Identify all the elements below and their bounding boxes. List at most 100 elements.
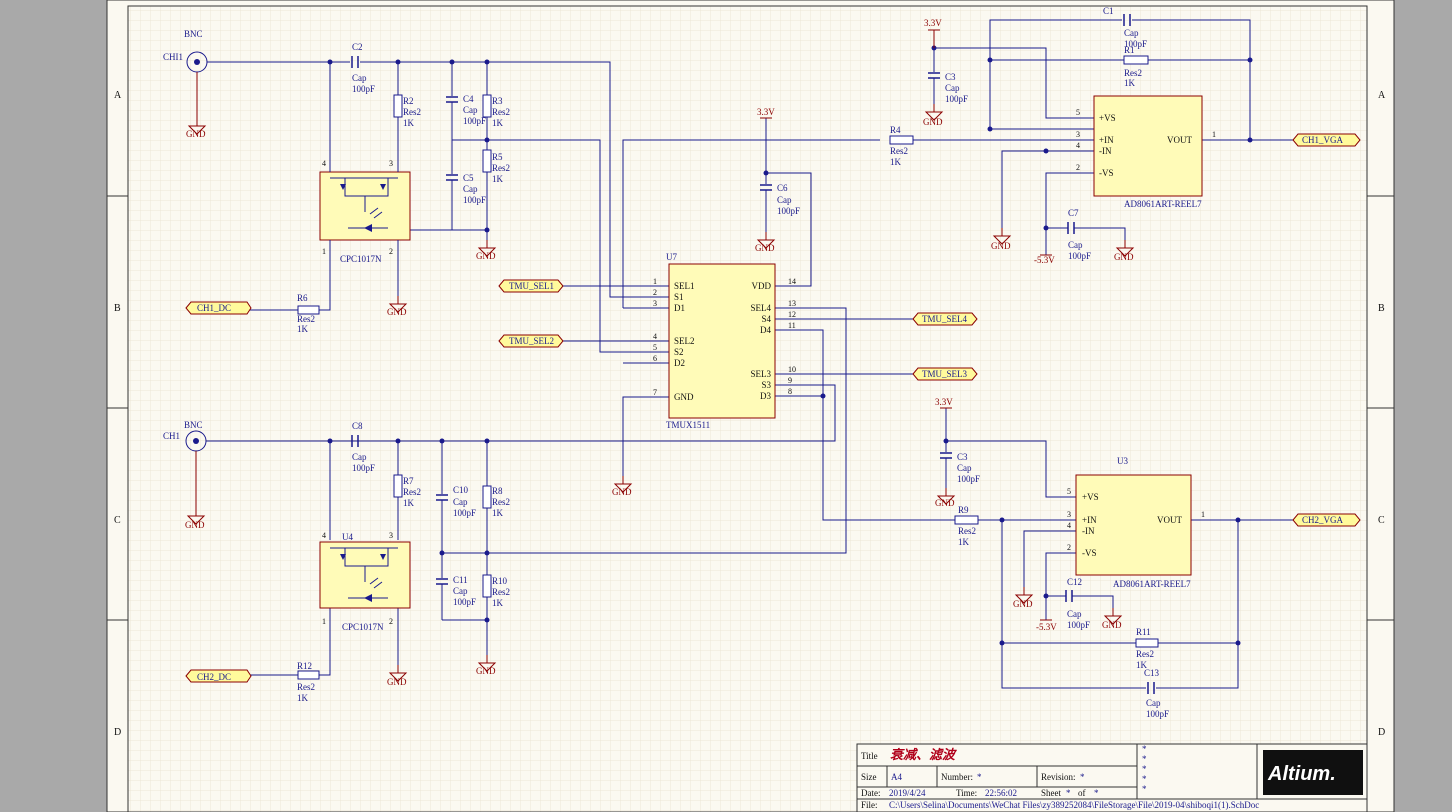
wires [206,19,1295,689]
relay-cpc1017n-top: 4 3 1 2 CPC1017N [319,159,411,264]
zone-label-b-right: B [1378,303,1385,314]
zone-label-c-left: C [114,515,121,526]
svg-text:GND: GND [1114,252,1134,262]
svg-text:C12: C12 [1067,577,1082,587]
svg-text:R8: R8 [492,486,503,496]
svg-text:C6: C6 [777,183,788,193]
svg-text:GND: GND [1102,620,1122,630]
opamp-ad8061-top: +VS +IN -IN -VS VOUT 5 3 4 2 1 AD8061ART… [1076,95,1216,209]
svg-text:GND: GND [387,677,407,687]
mux-pin-num: 1 [653,277,657,286]
svg-text:Cap: Cap [1068,240,1083,250]
svg-text:*: * [1142,754,1147,764]
mux-pin-name: S3 [761,380,771,390]
svg-text:GND: GND [185,520,205,530]
svg-text:100pF: 100pF [1146,709,1169,719]
svg-text:GND: GND [387,307,407,317]
mux-pin-num: 4 [653,332,657,341]
svg-text:1: 1 [322,247,326,256]
mux-pin-num: 2 [653,288,657,297]
svg-text:1K: 1K [492,118,504,128]
svg-text:-VS: -VS [1099,168,1114,178]
svg-text:Cap: Cap [463,105,478,115]
svg-text:C1: C1 [1103,6,1114,16]
title-label: Title [861,751,878,761]
svg-text:GND: GND [186,129,206,139]
svg-text:4: 4 [322,159,326,168]
svg-text:5: 5 [1067,487,1071,496]
mux-pin-name: D1 [674,303,685,313]
svg-text:GND: GND [1013,599,1033,609]
svg-text:Res2: Res2 [403,107,421,117]
junctions [327,45,1253,646]
port-tmu-sel3: TMU_SEL3 [912,367,978,381]
mux-pin-name: D4 [760,325,771,335]
svg-text:Cap: Cap [352,452,367,462]
power-symbols: 3.3V 3.3V 3.3V -5.3V -5.3V [757,18,1057,632]
zone-border [107,195,1394,621]
svg-text:2: 2 [1076,163,1080,172]
svg-text:+VS: +VS [1099,113,1116,123]
svg-text:Cap: Cap [463,184,478,194]
svg-text:C8: C8 [352,421,363,431]
svg-text:Res2: Res2 [297,314,315,324]
title-value: 衰减、滤波 [890,747,958,762]
svg-text:1K: 1K [1124,78,1136,88]
svg-text:Cap: Cap [945,83,960,93]
opamp-ad8061-bottom: U3 +VS +IN -IN -VS VOUT 5 3 4 2 1 AD8061… [1067,456,1205,589]
svg-text:Res2: Res2 [1136,649,1154,659]
svg-text:100pF: 100pF [957,474,980,484]
svg-text:CH2_VGA: CH2_VGA [1302,515,1344,525]
svg-text:5: 5 [1076,108,1080,117]
svg-text:U7: U7 [666,252,677,262]
svg-text:1: 1 [322,617,326,626]
svg-text:GND: GND [923,117,943,127]
svg-text:-IN: -IN [1099,146,1112,156]
svg-text:+VS: +VS [1082,492,1099,502]
svg-text:*: * [1142,774,1147,784]
svg-text:1K: 1K [297,693,309,703]
svg-text:CPC1017N: CPC1017N [340,254,382,264]
mux-pin-num: 14 [788,277,796,286]
svg-text:GND: GND [991,241,1011,251]
svg-text:3: 3 [389,531,393,540]
svg-text:100pF: 100pF [453,597,476,607]
port-ch1-dc: CH1_DC [185,301,252,315]
svg-text:3.3V: 3.3V [757,107,775,117]
svg-text:1: 1 [1201,510,1205,519]
svg-text:R1: R1 [1124,45,1135,55]
svg-text:1K: 1K [958,537,970,547]
svg-text:Date:: Date: [861,788,881,798]
svg-text:TMU_SEL4: TMU_SEL4 [922,314,968,324]
svg-text:TMU_SEL2: TMU_SEL2 [509,336,554,346]
port-tmu-sel4: TMU_SEL4 [912,312,978,326]
port-ch2-dc: CH2_DC [185,669,252,683]
svg-text:100pF: 100pF [945,94,968,104]
zone-label-a-left: A [114,90,122,101]
svg-text:1: 1 [1212,130,1216,139]
svg-text:1K: 1K [403,118,415,128]
svg-text:Cap: Cap [1146,698,1161,708]
svg-text:1K: 1K [403,498,415,508]
svg-text:VOUT: VOUT [1157,515,1182,525]
svg-text:100pF: 100pF [463,116,486,126]
svg-text:of: of [1078,788,1086,798]
svg-text:+IN: +IN [1082,515,1097,525]
svg-text:1K: 1K [492,174,504,184]
port-ch1-vga: CH1_VGA [1292,133,1361,147]
svg-text:U4: U4 [342,532,353,542]
svg-text:C7: C7 [1068,208,1079,218]
svg-text:*: * [1094,788,1099,798]
